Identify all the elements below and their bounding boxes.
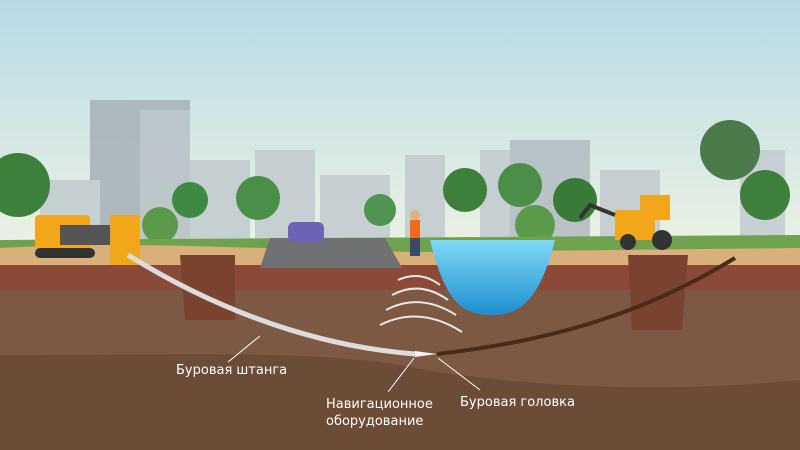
drill-rig xyxy=(35,215,140,265)
trees xyxy=(0,120,790,245)
drill-head xyxy=(415,351,437,357)
borehole-path xyxy=(436,256,737,356)
leader-lines xyxy=(227,335,481,393)
worker-with-locator xyxy=(410,210,420,256)
soil-deep-layer xyxy=(0,354,800,450)
label-drill-rod: Буровая штанга xyxy=(176,363,288,378)
canal-water xyxy=(430,240,555,315)
drill-rod xyxy=(126,252,416,357)
exit-pit xyxy=(628,255,688,330)
backhoe-loader xyxy=(578,195,672,250)
label-navigation-line2: оборудование xyxy=(326,414,424,429)
label-drill-head: Буровая головка xyxy=(460,395,575,410)
label-navigation-line1: Навигационное xyxy=(326,397,433,412)
car xyxy=(288,222,324,242)
navigation-signal-waves xyxy=(379,275,463,333)
label-navigation-equipment: Навигационное оборудование xyxy=(326,396,433,430)
road xyxy=(260,238,402,268)
